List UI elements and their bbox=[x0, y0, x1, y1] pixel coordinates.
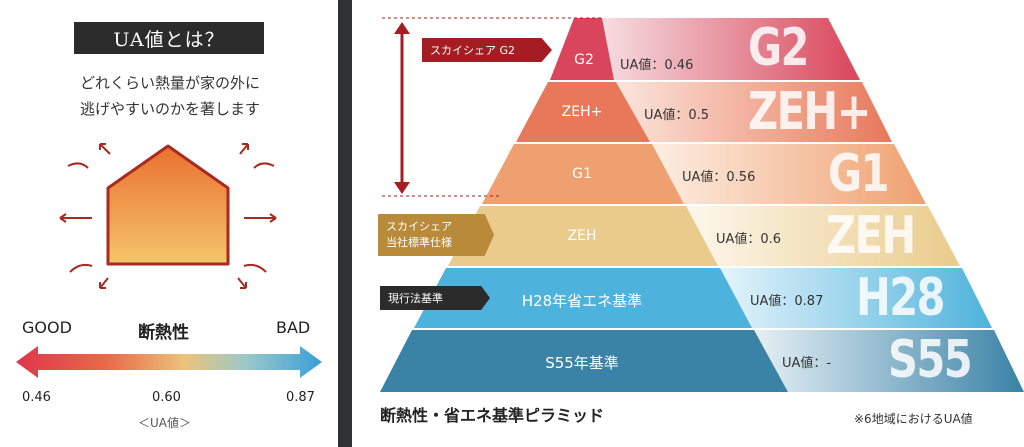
house-heat-loss-icon bbox=[59, 143, 277, 289]
band-s55 bbox=[380, 330, 788, 392]
region-note: ※6地域におけるUA値 bbox=[854, 412, 973, 426]
tag-skyshare-line2: 当社標準仕様 bbox=[386, 236, 452, 249]
band-zeh-fade bbox=[686, 206, 960, 266]
band-zeh bbox=[448, 206, 718, 266]
pyramid-caption: 断熱性・省エネ基準ピラミッド bbox=[380, 406, 605, 425]
ua-explainer-panel: UA値とは？ どれくらい熱量が家の外に 逃げやすいのかを著します GOOD 断熱… bbox=[0, 0, 338, 447]
layer-label-zeh: ZEH bbox=[567, 228, 597, 244]
big-label-s55: S55 bbox=[888, 330, 973, 390]
layer-label-h28: H28年省エネ基準 bbox=[521, 292, 643, 310]
tick-low: 0.46 bbox=[22, 390, 51, 405]
insulation-label: 断熱性 bbox=[138, 323, 189, 343]
layer-label-zehplus: ZEH+ bbox=[561, 104, 603, 120]
unit-label: ＜UA値＞ bbox=[138, 416, 191, 430]
tick-high: 0.87 bbox=[286, 390, 315, 405]
layer-label-g1: G1 bbox=[572, 166, 592, 182]
band-g2 bbox=[550, 18, 614, 80]
band-g1-fade bbox=[652, 144, 926, 204]
big-label-zeh: ZEH bbox=[826, 206, 916, 266]
description: どれくらい熱量が家の外に 逃げやすいのかを著します bbox=[50, 70, 290, 122]
big-label-g2: G2 bbox=[748, 18, 809, 78]
ua-value-g2: UA値：0.46 bbox=[620, 58, 694, 73]
layer-label-g2: G2 bbox=[574, 52, 594, 68]
panel-divider bbox=[338, 0, 352, 447]
band-s55-fade bbox=[754, 330, 1024, 392]
tag-current-law-text: 現行法基準 bbox=[388, 292, 443, 305]
big-label-h28: H28 bbox=[856, 268, 946, 328]
band-h28 bbox=[414, 268, 752, 328]
big-label-zehplus: ZEH+ bbox=[748, 82, 871, 142]
band-zehplus-fade bbox=[614, 82, 892, 142]
range-arrow bbox=[394, 22, 410, 194]
tag-skyshare-standard: スカイシェア 当社標準仕様 bbox=[378, 214, 494, 256]
ua-value-g1: UA値：0.56 bbox=[682, 170, 756, 185]
band-h28-fade bbox=[720, 268, 992, 328]
big-label-g1: G1 bbox=[828, 144, 889, 204]
tag-skyshare-g2: スカイシェア G2 bbox=[422, 38, 552, 62]
tag-skyshare-g2-text: スカイシェア G2 bbox=[430, 44, 516, 57]
tag-skyshare-line1: スカイシェア bbox=[386, 220, 452, 233]
ua-value-h28: UA値：0.87 bbox=[750, 294, 824, 309]
pyramid-panel: G2 ZEH+ G1 ZEH H28年省エネ基準 S55年基準 UA値：0.46… bbox=[352, 0, 1024, 447]
ua-value-zeh: UA値：0.6 bbox=[716, 232, 782, 247]
band-zehplus bbox=[516, 82, 650, 142]
ua-value-s55: UA値：- bbox=[782, 356, 832, 371]
description-line-1: どれくらい熱量が家の外に bbox=[79, 74, 260, 92]
tick-mid: 0.60 bbox=[152, 390, 181, 405]
panel-title: UA値とは？ bbox=[74, 22, 264, 54]
tag-current-law: 現行法基準 bbox=[380, 286, 490, 310]
insulation-gradient-arrow bbox=[16, 346, 322, 378]
layer-label-s55: S55年基準 bbox=[545, 354, 619, 372]
ua-value-zehplus: UA値：0.5 bbox=[644, 108, 710, 123]
good-label: GOOD bbox=[22, 318, 72, 337]
bad-label: BAD bbox=[276, 318, 311, 337]
band-g1 bbox=[482, 144, 684, 204]
description-line-2: 逃げやすいのかを著します bbox=[79, 100, 260, 118]
pyramid-graphic bbox=[380, 17, 1024, 392]
band-g2-fade bbox=[602, 18, 860, 80]
